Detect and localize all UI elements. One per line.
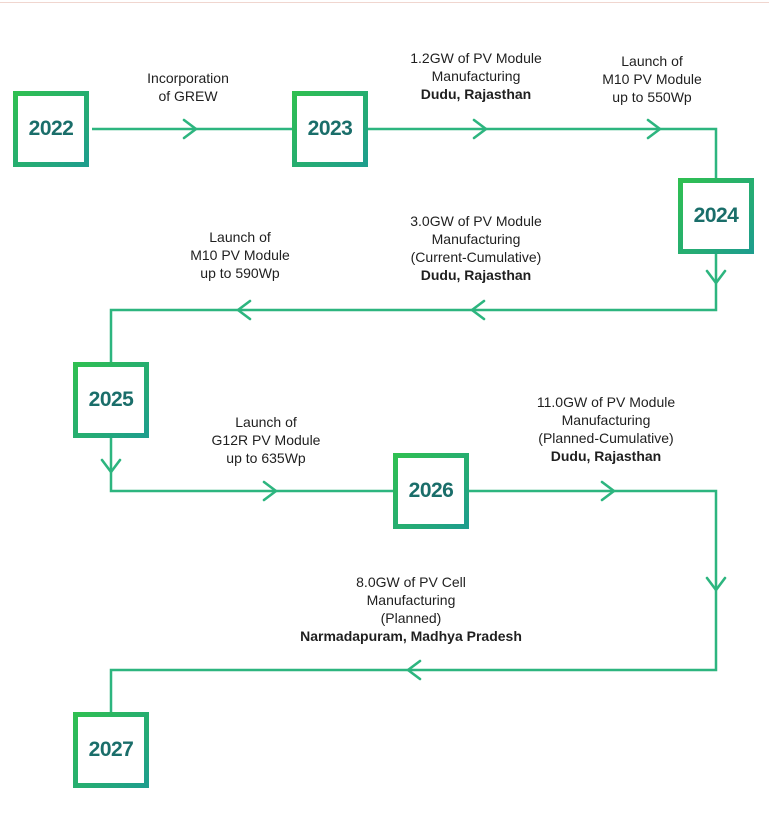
event-8-0gw-cell: 8.0GW of PV Cell Manufacturing (Planned)… <box>300 574 522 644</box>
arrow-right-icon <box>600 480 616 502</box>
arrow-left-icon <box>406 659 422 681</box>
year-label: 2027 <box>88 738 134 761</box>
milestone-2023: 2023 <box>292 91 368 167</box>
event-m10-590wp: Launch of M10 PV Module up to 590Wp <box>190 229 290 281</box>
event-incorporation: Incorporation of GREW <box>147 70 229 104</box>
milestone-2025: 2025 <box>73 362 149 438</box>
milestone-2024: 2024 <box>678 178 754 254</box>
arrow-left-icon <box>470 299 486 321</box>
year-label: 2026 <box>408 479 454 502</box>
event-11-0gw-module: 11.0GW of PV Module Manufacturing (Plann… <box>536 394 676 464</box>
year-label: 2024 <box>693 204 739 227</box>
year-label: 2022 <box>28 117 74 140</box>
milestone-2026: 2026 <box>393 453 469 529</box>
arrow-right-icon <box>262 480 278 502</box>
top-border <box>0 0 769 3</box>
arrow-right-icon <box>182 118 198 140</box>
year-label: 2023 <box>307 117 353 140</box>
event-1-2gw-module: 1.2GW of PV Module Manufacturing Dudu, R… <box>410 50 542 102</box>
event-3-0gw-module: 3.0GW of PV Module Manufacturing (Curren… <box>410 213 542 283</box>
event-g12r-635wp: Launch of G12R PV Module up to 635Wp <box>211 414 321 466</box>
arrow-right-icon <box>646 118 662 140</box>
event-m10-550wp: Launch of M10 PV Module up to 550Wp <box>602 53 702 105</box>
year-label: 2025 <box>88 388 134 411</box>
arrow-right-icon <box>472 118 488 140</box>
milestone-2027: 2027 <box>73 712 149 788</box>
milestone-2022: 2022 <box>13 91 89 167</box>
arrow-down-icon <box>705 269 727 285</box>
arrow-left-icon <box>236 299 252 321</box>
arrow-down-icon <box>100 458 122 474</box>
top-divider-line <box>0 2 769 3</box>
arrow-down-icon <box>705 576 727 592</box>
